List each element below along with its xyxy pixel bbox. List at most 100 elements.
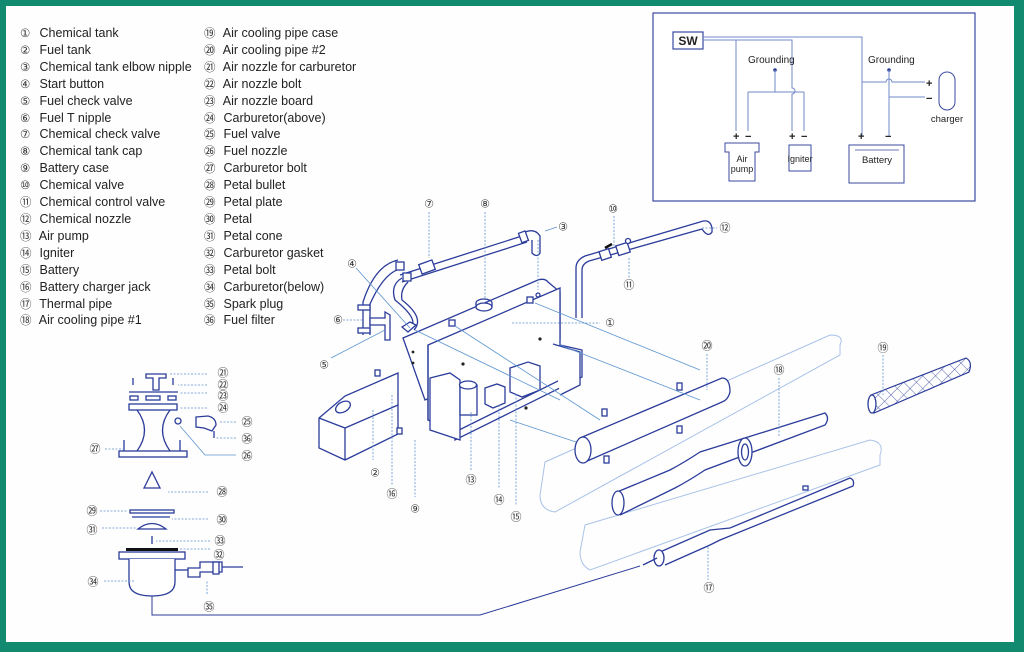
legend-item: ⑩ Chemical valve — [20, 178, 192, 195]
callout-33: ㉝ — [215, 535, 226, 548]
legend-item-label: Carburetor bolt — [223, 161, 307, 176]
callout-6: ⑥ — [333, 314, 343, 327]
legend-item-label: Petal bullet — [223, 178, 286, 193]
legend-item: ㉘ Petal bullet — [204, 178, 356, 195]
cooling-pipe-2-end — [574, 436, 592, 464]
legend-item-label: Chemical nozzle — [39, 211, 132, 226]
callout-34: ㉞ — [88, 576, 99, 589]
legend-item-label: Fuel tank — [39, 42, 91, 57]
air-pump-label-1: Air — [737, 154, 748, 164]
leader-5 — [330, 329, 386, 359]
air-cooling-pipe-2 — [574, 377, 731, 464]
legend-item-number: ⑳ — [204, 44, 216, 57]
callout-35: ㉟ — [204, 601, 215, 614]
callout-5: ⑤ — [319, 359, 329, 372]
battery-case — [429, 372, 461, 441]
legend-item-label: Spark plug — [223, 296, 284, 311]
callouts: ① ② ③ ④ ⑤ ⑥ ⑦ ⑧ ⑨ ⑩ ⑪ ⑫ ⑬ ⑭ ⑮ ⑯ ⑰ ⑱ ⑲ ⑳ … — [87, 198, 889, 614]
legend-item-label: Start button — [39, 76, 105, 91]
callout-4: ④ — [347, 258, 357, 271]
chemical-nozzle-assembly — [575, 220, 713, 318]
igniter — [484, 383, 506, 409]
legend-item-number: ㉒ — [204, 78, 216, 91]
legend-item-number: ㉝ — [204, 264, 216, 277]
legend-item: ㉕ Fuel valve — [204, 127, 356, 144]
leader-tank-pipe-4 — [559, 344, 701, 401]
legend-item-label: Chemical valve — [39, 178, 125, 193]
battery — [509, 361, 541, 398]
legend-item-label: Petal plate — [223, 195, 283, 210]
battery-label: Battery — [862, 155, 892, 166]
thermal-pipe-tip — [642, 557, 658, 566]
legend-item-label: Carburetor(above) — [223, 110, 326, 125]
legend-item-number: ㉚ — [204, 213, 216, 226]
callout-25: ㉕ — [242, 416, 253, 429]
legend-item: ① Chemical tank — [20, 26, 192, 43]
callout-13: ⑬ — [466, 474, 477, 487]
charger-minus-sign: − — [926, 93, 932, 105]
chemical-valve-handle — [604, 242, 613, 250]
legend-item-label: Air cooling pipe case — [222, 26, 339, 40]
fuel-nozzle — [174, 417, 182, 425]
chemical-valve — [598, 247, 613, 262]
legend-item: ⑳ Air cooling pipe #2 — [204, 43, 356, 60]
air-pump-label-2: pump — [731, 164, 754, 174]
thermal-pipe-end — [653, 549, 665, 567]
leader-line-tank-pipe — [509, 419, 586, 446]
wire-charger-plus — [862, 78, 925, 83]
legend-item-label: Fuel valve — [223, 127, 281, 142]
legend-item-label: Chemical control valve — [39, 195, 166, 210]
wiring-diagram-frame — [652, 12, 976, 202]
petal-cone — [136, 522, 168, 530]
legend-item: ⑨ Battery case — [20, 161, 192, 178]
legend-item: ⑤ Fuel check valve — [20, 94, 192, 111]
legend-item: ③ Chemical tank elbow nipple — [20, 60, 192, 77]
carburetor-above-base — [118, 450, 188, 458]
callout-16: ⑯ — [387, 488, 398, 501]
legend-item-label: Fuel check valve — [39, 93, 133, 108]
chemical-check-valve — [417, 259, 437, 275]
chemical-elbow-nipple — [524, 230, 541, 257]
legend-item-number: ㉖ — [204, 146, 216, 159]
legend-item-label: Petal bolt — [223, 262, 276, 277]
chemical-nozzle-pipe — [575, 221, 703, 318]
tank-cap — [475, 302, 493, 312]
legend-item: ⑪ Chemical control valve — [20, 195, 192, 212]
legend-item-number: ⑯ — [20, 281, 32, 294]
thermal-pipe-tab — [802, 485, 809, 491]
callout-20: ⑳ — [702, 340, 713, 353]
cooling-pipe-1-flange-inner — [740, 443, 750, 461]
charger-jack — [938, 71, 956, 111]
charger-plus-sign: + — [926, 78, 932, 90]
callout-17: ⑰ — [704, 582, 715, 595]
legend-item-label: Fuel T nipple — [39, 110, 112, 125]
legend-item-number: ⑮ — [20, 264, 32, 277]
legend-item: ⑬ Air pump — [20, 229, 192, 246]
mount-tab — [396, 427, 403, 435]
leader-26 — [179, 425, 236, 456]
legend-item-label: Petal — [223, 211, 252, 226]
legend-item-label: Chemical tank cap — [39, 144, 143, 159]
legend-item-label: Carburetor(below) — [223, 279, 325, 294]
battery-box — [848, 144, 905, 184]
callout-14: ⑭ — [494, 494, 505, 507]
legend-item: ㉟ Spark plug — [204, 297, 356, 314]
legend-item: ㊱ Fuel filter — [204, 313, 356, 330]
callout-31: ㉛ — [87, 524, 98, 537]
legend-item-number: ㉟ — [204, 298, 216, 311]
igniter-box — [788, 144, 812, 172]
mount-point — [411, 361, 415, 365]
callout-19: ⑲ — [878, 342, 889, 355]
ghost-cooling-pipe-lower — [579, 439, 882, 571]
legend-item: ⑯ Battery charger jack — [20, 280, 192, 297]
callout-36: ㊱ — [242, 433, 253, 446]
legend-item-number: ㉓ — [204, 95, 216, 108]
legend-item-number: ㉜ — [204, 247, 216, 260]
legend-item-number: ⑫ — [20, 213, 32, 226]
board-slot — [167, 395, 177, 401]
callout-10: ⑩ — [608, 203, 618, 216]
callout-21: ㉑ — [218, 367, 229, 380]
mount-tab — [603, 455, 610, 464]
callout-30: ㉚ — [217, 514, 228, 527]
